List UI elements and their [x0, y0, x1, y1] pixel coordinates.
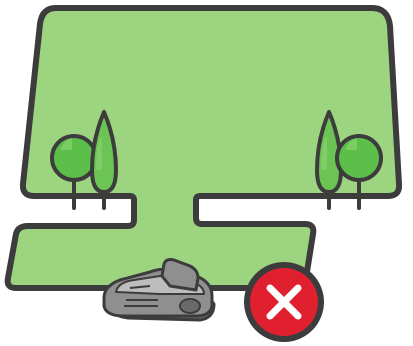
error-badge	[244, 262, 324, 342]
